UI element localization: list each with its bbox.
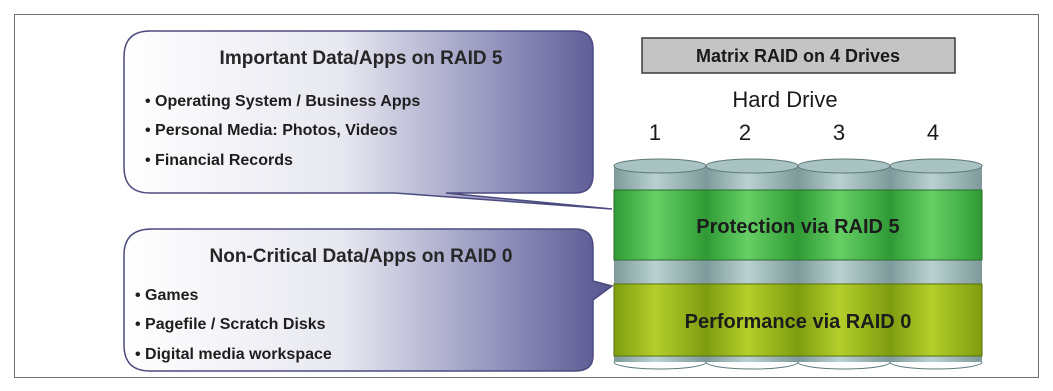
callout-raid0: Non-Critical Data/Apps on RAID 0 • Games… xyxy=(123,228,614,372)
drive-1 xyxy=(613,158,707,370)
drive-3-top xyxy=(797,158,891,174)
drive-3-bottom-rim xyxy=(797,361,891,370)
raid5-band-outline xyxy=(613,189,983,261)
drive-number: 3 xyxy=(833,120,845,145)
callout-raid5-shape xyxy=(123,30,613,210)
hard-drive-label: Hard Drive xyxy=(732,87,837,112)
drive-2-raid5-segment xyxy=(706,190,798,260)
drive-3 xyxy=(797,158,891,370)
raid0-band-label: Performance via RAID 0 xyxy=(685,311,912,333)
callout-raid5: Important Data/Apps on RAID 5 • Operatin… xyxy=(123,30,613,210)
matrix-heading-text: Matrix RAID on 4 Drives xyxy=(696,46,900,66)
matrix-heading: Matrix RAID on 4 Drives xyxy=(641,37,956,74)
drive-4-top xyxy=(889,158,983,174)
drive-number: 2 xyxy=(739,120,751,145)
callout-raid0-item: • Games xyxy=(135,287,199,304)
drive-1-raid5-segment xyxy=(614,190,706,260)
callout-raid0-title: Non-Critical Data/Apps on RAID 0 xyxy=(210,246,513,267)
drive-3-raid0-segment xyxy=(798,284,890,356)
drive-1-bottom-rim xyxy=(613,361,707,370)
drive-4-bottom-rim xyxy=(889,361,983,370)
raid0-band-outline xyxy=(613,283,983,357)
drive-2-raid0-segment xyxy=(706,284,798,356)
drive-2-bottom-rim xyxy=(705,361,799,370)
drive-number: 1 xyxy=(649,120,661,145)
callout-raid0-item: • Digital media workspace xyxy=(135,346,332,363)
drive-4-raid5-segment xyxy=(890,190,982,260)
drive-4 xyxy=(889,158,983,370)
drive-2 xyxy=(705,158,799,370)
drive-4-raid0-segment xyxy=(890,284,982,356)
callout-raid5-item: • Financial Records xyxy=(145,152,293,169)
matrix-heading-box xyxy=(641,37,956,74)
drive-1-top xyxy=(613,158,707,174)
callout-raid5-title: Important Data/Apps on RAID 5 xyxy=(220,48,503,69)
drive-1-raid0-segment xyxy=(614,284,706,356)
callout-raid5-item: • Operating System / Business Apps xyxy=(145,93,420,110)
raid5-band-label: Protection via RAID 5 xyxy=(696,216,899,238)
callout-raid0-item: • Pagefile / Scratch Disks xyxy=(135,316,326,333)
drive-2-top xyxy=(705,158,799,174)
callout-raid5-item: • Personal Media: Photos, Videos xyxy=(145,122,398,139)
drive-number: 4 xyxy=(927,120,939,145)
callout-raid0-shape xyxy=(123,228,614,372)
drive-3-raid5-segment xyxy=(798,190,890,260)
